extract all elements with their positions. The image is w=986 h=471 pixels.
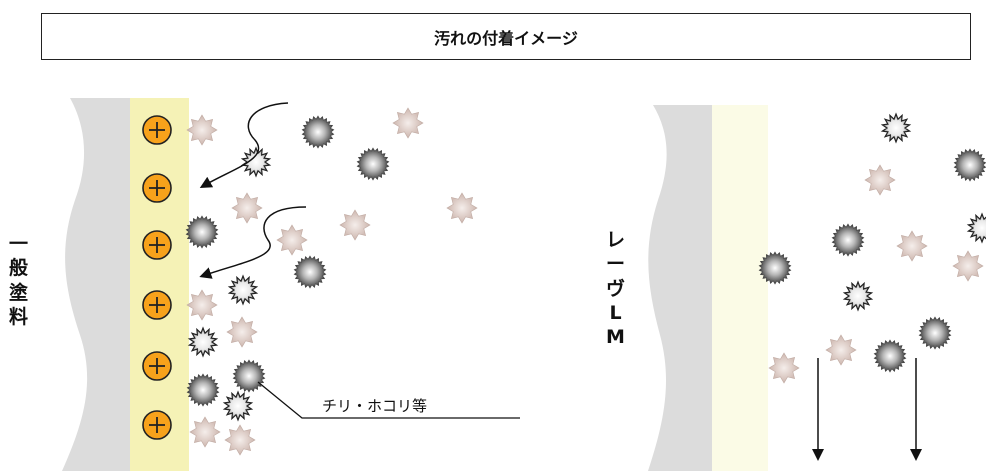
callout-leader	[257, 381, 520, 419]
wall-left	[62, 98, 130, 471]
left-label-char: 般	[9, 257, 29, 280]
plus-charge-icon	[142, 230, 172, 260]
dust-star-icon	[186, 114, 218, 146]
dust-ball-icon	[873, 339, 907, 373]
right-label-char: M	[606, 326, 625, 349]
dust-star-icon	[825, 334, 857, 366]
particles-group	[185, 107, 986, 456]
plus-charge-icon	[142, 115, 172, 145]
attraction-arrow-icon	[199, 206, 307, 279]
dust-star-icon	[339, 209, 371, 241]
dust-star-icon	[952, 250, 984, 282]
dust-ball-icon	[831, 223, 865, 257]
coating-right	[712, 105, 768, 471]
right-label: レ ー ヴ L M	[606, 228, 625, 350]
spiky-dust-icon	[222, 390, 254, 422]
left-label-char: 料	[9, 305, 29, 328]
dust-ball-icon	[293, 255, 327, 289]
dust-star-icon	[186, 289, 218, 321]
charges-group	[142, 115, 172, 440]
spiky-dust-icon	[240, 146, 272, 178]
plus-charge-icon	[142, 410, 172, 440]
title-box: 汚れの付着イメージ	[41, 13, 971, 60]
dust-star-icon	[864, 164, 896, 196]
right-label-char: ー	[606, 253, 626, 276]
dust-ball-icon	[918, 316, 952, 350]
dust-star-icon	[768, 352, 800, 384]
coating-left	[130, 98, 189, 471]
dust-star-icon	[276, 224, 308, 256]
dust-ball-icon	[301, 115, 335, 149]
plus-charge-icon	[142, 290, 172, 320]
dust-star-icon	[189, 416, 221, 448]
dust-ball-icon	[185, 215, 219, 249]
diagram-title: 汚れの付着イメージ	[434, 28, 578, 48]
attraction-arrow-icon	[199, 102, 289, 188]
dust-ball-icon	[186, 373, 220, 407]
dust-ball-icon	[232, 359, 266, 393]
spiky-dust-icon	[187, 326, 219, 358]
spiky-dust-icon	[842, 280, 874, 312]
dust-ball-icon	[758, 251, 792, 285]
dust-ball-icon	[356, 147, 390, 181]
dust-star-icon	[896, 230, 928, 262]
left-label: 一 般 塗 料	[9, 232, 28, 329]
left-label-char: 塗	[9, 281, 29, 304]
dust-star-icon	[446, 192, 478, 224]
dust-star-icon	[392, 107, 424, 139]
plus-charge-icon	[142, 173, 172, 203]
dust-ball-icon	[953, 148, 986, 182]
dust-star-icon	[231, 192, 263, 224]
right-label-char: ヴ	[606, 277, 626, 300]
spiky-dust-icon	[227, 274, 259, 306]
right-label-char: レ	[606, 229, 626, 251]
dust-star-icon	[224, 424, 256, 456]
right-label-char: L	[609, 301, 622, 324]
plus-charge-icon	[142, 351, 172, 381]
dust-star-icon	[226, 316, 258, 348]
callout-label: チリ・ホコリ等	[322, 397, 427, 415]
left-label-char: 一	[9, 233, 29, 255]
spiky-dust-icon	[966, 212, 986, 244]
wall-right	[648, 105, 712, 471]
spiky-dust-icon	[880, 112, 912, 144]
